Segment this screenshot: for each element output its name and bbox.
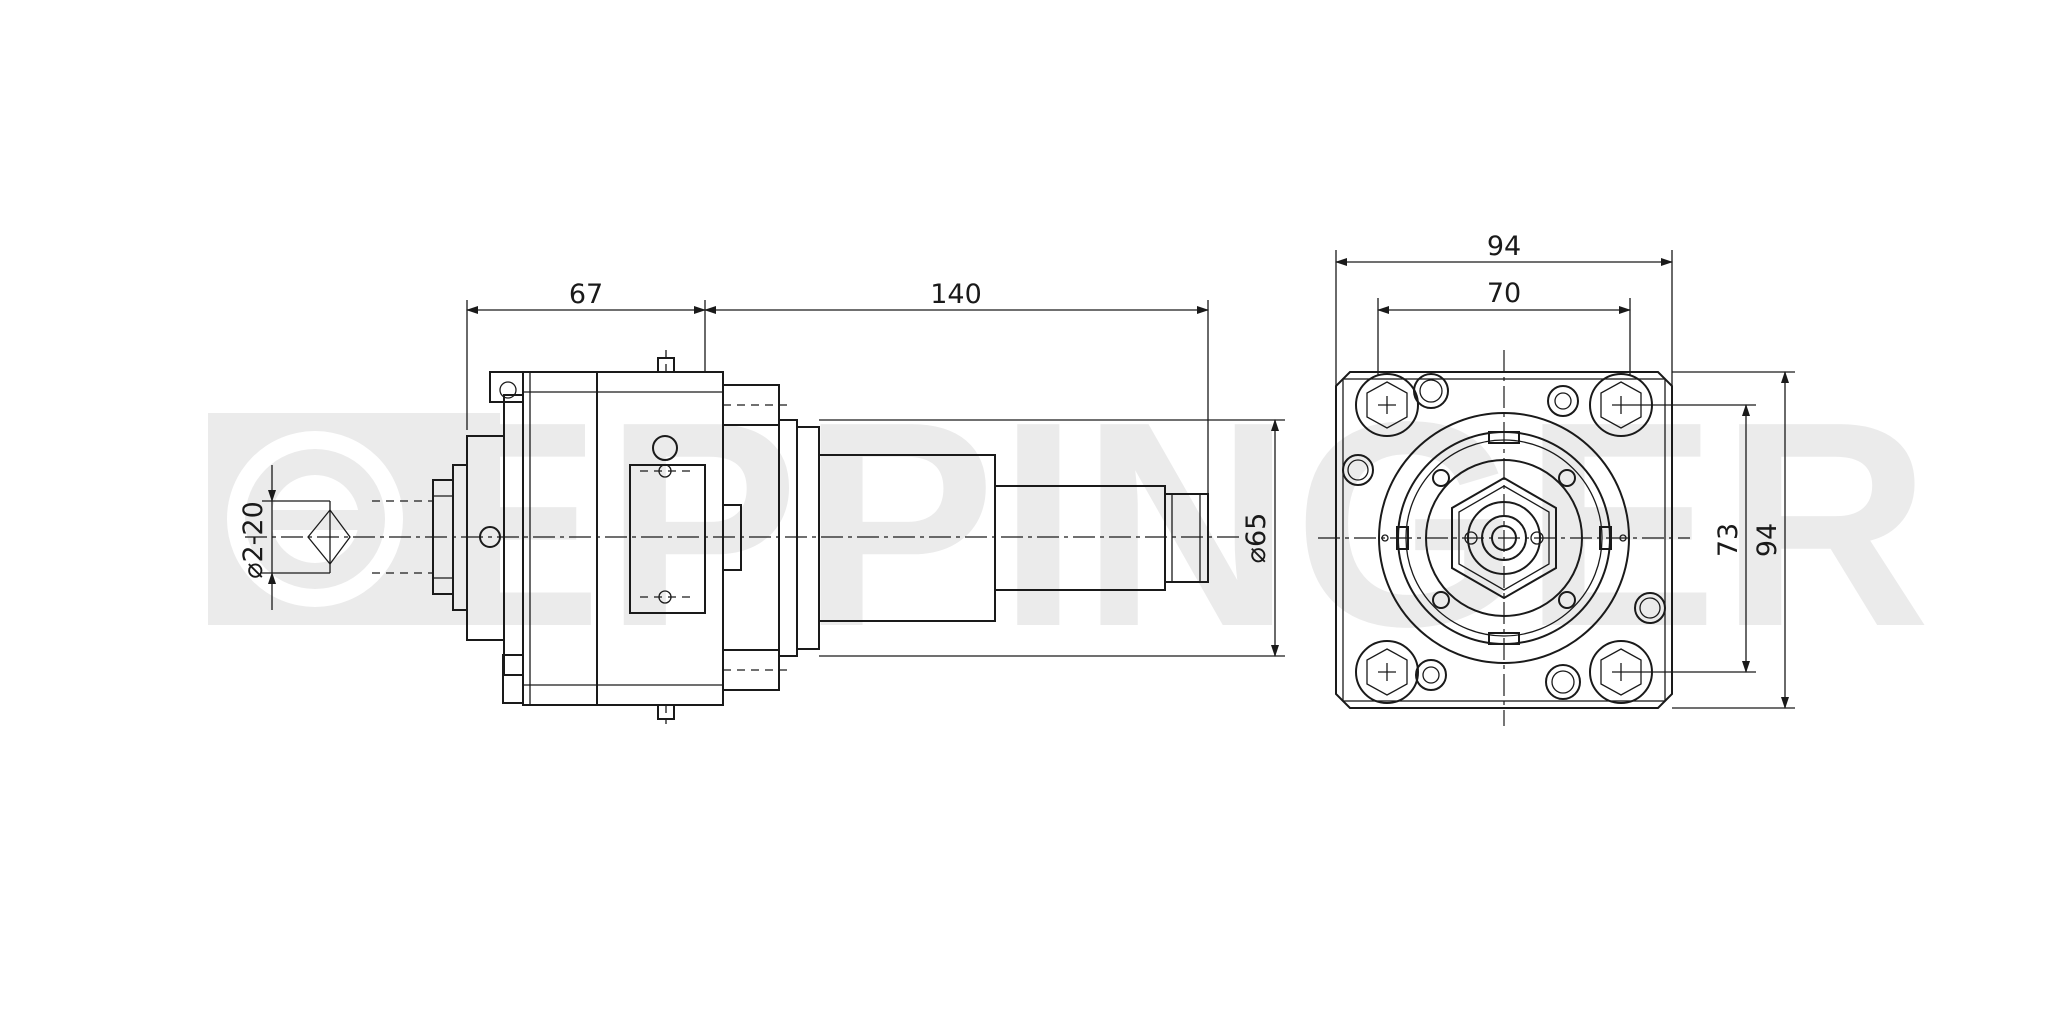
watermark-logo: EPPINGER [208, 361, 1932, 687]
bolt-bottom-left [1355, 640, 1419, 704]
dim-label-73: 73 [1713, 523, 1744, 557]
dim-label-94-v: 94 [1752, 523, 1783, 557]
watermark-text: EPPINGER [407, 361, 1932, 687]
dim-label-d2-20: ⌀2-20 [238, 501, 269, 579]
dim-label-94-h: 94 [1487, 231, 1521, 262]
dim-label-140: 140 [930, 279, 982, 310]
dim-label-70: 70 [1487, 278, 1521, 309]
side-view [245, 350, 1240, 724]
front-view-dimensions: 94 70 73 94 [1335, 231, 1795, 709]
bolt-top-left [1355, 373, 1419, 437]
dim-label-67: 67 [569, 279, 603, 310]
dim-label-d65: ⌀65 [1241, 513, 1272, 564]
front-view [1318, 350, 1690, 726]
small-pins [1342, 373, 1666, 700]
side-view-dimensions: 67 140 ⌀65 ⌀2-20 [238, 279, 1285, 657]
